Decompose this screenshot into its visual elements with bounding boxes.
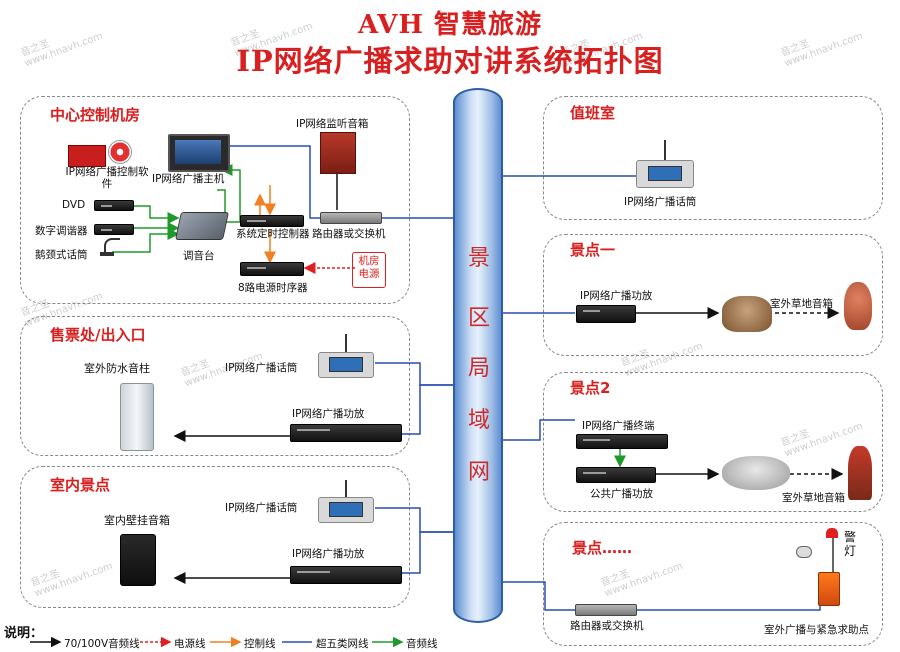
legend-item-control-line: 控制线 (244, 638, 276, 650)
page-title: AVH 智慧旅游 (357, 10, 543, 40)
software-label: IP网络广播控制软件 (65, 166, 149, 190)
indoor-title: 室内景点 (50, 476, 111, 494)
mixer-icon (175, 212, 229, 240)
dvd-label: DVD (62, 199, 86, 211)
camera-icon (796, 546, 812, 558)
backbone-char: 局 (468, 356, 491, 381)
scenic-lan-backbone (453, 88, 503, 623)
spot1-title: 景点一 (570, 241, 616, 259)
mains-power-box (352, 252, 386, 288)
mic-stem (664, 140, 666, 160)
power-sequencer-label: 8路电源时序器 (238, 282, 308, 294)
signpost-speaker-icon (848, 446, 872, 500)
mic-screen (329, 502, 363, 517)
indoor-amp-label: IP网络广播功放 (292, 548, 365, 560)
spot2-title: 景点2 (570, 379, 611, 397)
tree-stump-speaker-icon (722, 296, 772, 332)
wall-speaker-label: 室内壁挂音箱 (104, 514, 170, 527)
backbone-char: 景 (468, 246, 491, 271)
spot-more-router-icon (575, 604, 637, 616)
monitor-speaker-label: IP网络监听音箱 (296, 118, 369, 130)
dvd-icon (94, 200, 134, 211)
duty-room-panel (543, 96, 883, 220)
mic-screen (329, 357, 363, 372)
timer-controller-icon (240, 215, 304, 227)
wall-speaker-icon (120, 534, 156, 586)
backbone-char: 域 (468, 408, 491, 433)
spot2-amp-label: 公共广播功放 (590, 488, 653, 500)
page-subtitle: IP网络广播求助对讲系统拓扑图 (236, 44, 664, 78)
spot2-speaker-label: 室外草地音箱 (782, 492, 845, 504)
help-point-label: 室外广播与紧急求助点 (764, 624, 869, 636)
software-cd-icon (108, 140, 132, 164)
ticket-title: 售票处/出入口 (50, 326, 146, 344)
gooseneck-label: 鹅颈式话筒 (35, 249, 88, 261)
ticket-mic-icon (318, 352, 374, 378)
duty-mic-label: IP网络广播话筒 (624, 196, 697, 208)
software-box-icon (68, 145, 106, 167)
waterproof-column-speaker-icon (120, 383, 154, 451)
monitor-speaker-icon (320, 132, 356, 174)
warning-lamp-icon (826, 528, 838, 538)
router-switch-icon (320, 212, 382, 224)
ticket-amp-icon (290, 424, 402, 442)
duty-mic-icon (636, 160, 694, 188)
spot2-terminal-label: IP网络广播终端 (582, 420, 655, 432)
ticket-amp-label: IP网络广播功放 (292, 408, 365, 420)
spot1-amp-icon (576, 305, 636, 323)
backbone-char: 网 (468, 460, 491, 485)
mic-stem (345, 480, 347, 497)
spot1-speaker-label: 室外草地音箱 (770, 298, 833, 310)
ticket-mic-label: IP网络广播话筒 (225, 362, 298, 374)
host-label: IP网络广播主机 (152, 173, 225, 185)
gooseneck-mic-icon (104, 238, 120, 256)
help-point-pole (832, 536, 834, 600)
legend-title: 说明： (4, 626, 44, 641)
mixer-label: 调音台 (183, 250, 215, 262)
spot1-amp-label: IP网络广播功放 (580, 290, 653, 302)
control-room-title: 中心控制机房 (50, 106, 141, 124)
broadcast-host-icon (168, 134, 230, 172)
legend-item-audio-line: 音频线 (406, 638, 438, 650)
spot-more-panel (543, 522, 883, 646)
backbone-char: 区 (468, 306, 491, 331)
spot-more-title: 景点…… (572, 539, 633, 557)
warning-lamp-label: 警灯 (844, 530, 857, 558)
host-screen (175, 140, 221, 164)
rock-speaker-icon (722, 456, 790, 490)
legend-lines (30, 636, 404, 648)
tuner-icon (94, 224, 134, 235)
timer-label: 系统定时控制器 (236, 228, 310, 240)
spot-more-router-label: 路由器或交换机 (570, 620, 644, 632)
duty-title: 值班室 (570, 104, 616, 122)
spot1-panel (543, 234, 883, 356)
power-sequencer-icon (240, 262, 304, 276)
mic-screen (648, 166, 682, 181)
spot2-amp-icon (576, 467, 656, 483)
help-point-box-icon (818, 572, 840, 606)
waterproof-column-label: 室外防水音柱 (84, 362, 150, 375)
gooseneck-base (100, 252, 114, 256)
control-room-panel (20, 96, 410, 304)
indoor-mic-icon (318, 497, 374, 523)
indoor-mic-label: IP网络广播话筒 (225, 502, 298, 514)
indoor-amp-icon (290, 566, 402, 584)
mic-stem (345, 334, 347, 352)
ticket-panel (20, 316, 410, 456)
spot2-panel (543, 372, 883, 512)
legend-item-cat5e-line: 超五类网线 (316, 638, 369, 650)
mains-power-label: 机房电源 (358, 255, 380, 280)
indoor-panel (20, 466, 410, 608)
spot2-terminal-icon (576, 434, 668, 449)
tuner-label: 数字调谐器 (35, 225, 88, 237)
animal-shaped-speaker-icon (844, 282, 872, 330)
legend-item-power-line: 电源线 (174, 638, 206, 650)
router-label: 路由器或交换机 (312, 228, 386, 240)
legend-item-speaker-line: 70/100V音频线 (64, 638, 140, 650)
